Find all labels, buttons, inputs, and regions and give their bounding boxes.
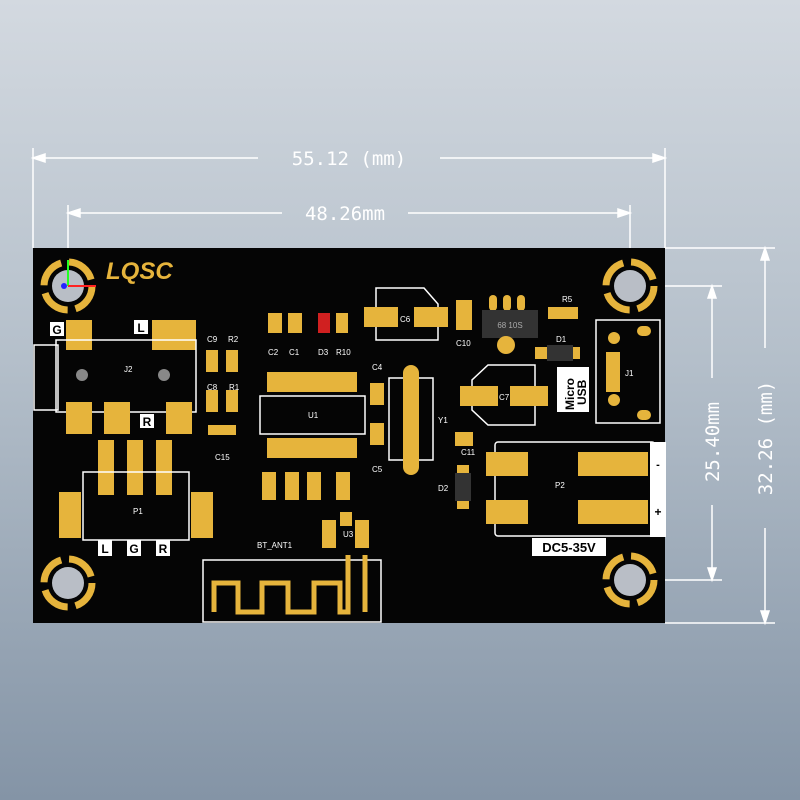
label-d2: D2: [438, 484, 449, 493]
label-r5: R5: [562, 295, 573, 304]
label-usb: USB: [575, 379, 589, 405]
label-j1: J1: [625, 369, 634, 378]
label-c2: C2: [268, 348, 279, 357]
mounting-hole: [602, 258, 658, 314]
c6-capacitor: [364, 287, 448, 341]
label-l-top: L: [137, 321, 144, 335]
label-c10: C10: [456, 339, 471, 348]
p1-connector: [59, 440, 213, 541]
j2-audio-jack: [33, 320, 197, 434]
logo: LQSC: [106, 258, 173, 285]
label-bt-ant: BT_ANT1: [257, 541, 293, 550]
board-width-dimension: 55.12 (mm): [292, 148, 406, 170]
passives-top: [268, 313, 348, 333]
board-height-dimension: 32.26 (mm): [755, 381, 777, 495]
label-plus: +: [654, 505, 661, 519]
bluetooth-antenna: [202, 555, 382, 623]
label-c9: C9: [207, 335, 218, 344]
label-u3: U3: [343, 530, 354, 539]
label-c4: C4: [372, 363, 383, 372]
label-voltage: DC5-35V: [542, 540, 596, 555]
dimension-lines: [30, 148, 775, 626]
label-r10: R10: [336, 348, 351, 357]
label-c7: C7: [499, 393, 510, 402]
label-micro: Micro: [563, 378, 577, 410]
d2-diode: [455, 465, 471, 509]
regulator-marking: 68 10S: [497, 321, 522, 330]
label-d3: D3: [318, 348, 329, 357]
label-p2: P2: [555, 481, 565, 490]
regulator-chip: [482, 295, 538, 354]
label-c5: C5: [372, 465, 383, 474]
label-r2: R2: [228, 335, 239, 344]
mounting-hole: [602, 552, 658, 608]
label-u1: U1: [308, 411, 319, 420]
label-r-bottom: R: [159, 542, 168, 556]
u1-ic: [259, 372, 366, 458]
hole-spacing-y-dimension: 25.40mm: [702, 402, 724, 482]
label-y1: Y1: [438, 416, 448, 425]
label-r-mid: R: [143, 415, 152, 429]
passives-bottom: [262, 472, 350, 500]
label-p1: P1: [133, 507, 143, 516]
mounting-hole: [40, 555, 96, 611]
label-l-bottom: L: [101, 542, 108, 556]
c7-capacitor: [460, 364, 548, 426]
label-c11: C11: [461, 448, 476, 457]
passives-left: [206, 350, 238, 435]
mounting-holes: [40, 258, 658, 611]
label-g-bottom: G: [129, 542, 138, 556]
label-d1: D1: [556, 335, 567, 344]
j1-micro-usb-connector: [595, 319, 661, 424]
d1-diode: [535, 345, 580, 361]
label-c1: C1: [289, 348, 300, 357]
label-minus: -: [656, 459, 660, 471]
label-c6: C6: [400, 315, 411, 324]
label-r1: R1: [229, 383, 240, 392]
label-g-top: G: [52, 323, 61, 337]
y1-crystal: [388, 365, 434, 475]
label-c15: C15: [215, 453, 230, 462]
u3-chip: [322, 512, 369, 548]
label-c8: C8: [207, 383, 218, 392]
hole-spacing-x-dimension: 48.26mm: [305, 203, 385, 225]
origin-axes-icon: [61, 260, 96, 289]
p2-power-terminal: [486, 441, 666, 537]
label-j2: J2: [124, 365, 133, 374]
